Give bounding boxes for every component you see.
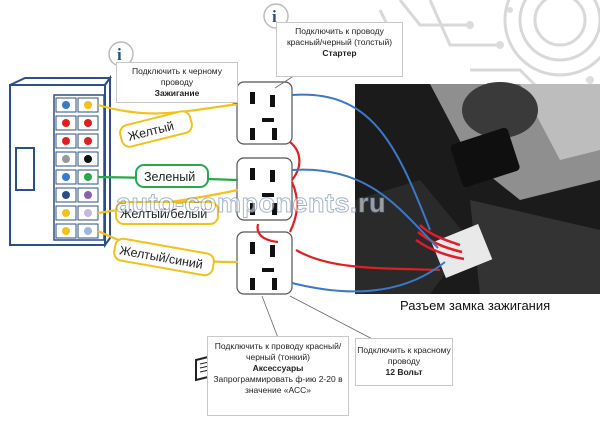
connector-block: [9, 74, 112, 249]
callout-accessory-text: Подключить к проводу красный/черный (тон…: [214, 341, 342, 362]
relay-bottom: [236, 231, 293, 295]
callout-accessory-note: Запрограммировать ф-ию 2-20 в значение «…: [213, 374, 343, 395]
callout-power: Подключить к красному проводу 12 Вольт: [355, 338, 453, 386]
circuit-dots-decoration: [391, 7, 594, 94]
relay-contacts: [250, 92, 277, 290]
blue-wires: [291, 93, 446, 293]
connector-pins: [55, 97, 99, 239]
svg-text:Желтый/белый: Желтый/белый: [120, 207, 207, 221]
callout-accessory: Подключить к проводу красный/черный (тон…: [207, 336, 349, 416]
ignition-lock-photo: [355, 82, 600, 294]
callout-starter-bold: Стартер: [322, 48, 357, 58]
red-jumper-wires: [256, 141, 441, 272]
wire-label-yellow: Желтый: [119, 110, 193, 148]
info-icon: i: [108, 41, 134, 67]
callout-ignition-text: Подключить к черному проводу: [131, 66, 222, 87]
relay-top: [236, 81, 293, 145]
wire-label-green: Зеленый: [135, 164, 209, 188]
callout-power-text: Подключить к красному проводу: [357, 345, 451, 366]
wire-label-yellow-blue: Желтый/синий: [113, 237, 215, 277]
watermark-text: auto-components.ru: [116, 188, 387, 219]
svg-text:i: i: [272, 7, 277, 26]
wire-label-yellow-white: Желтый/белый: [115, 201, 219, 225]
callout-starter: Подключить к проводу красный/черный (тол…: [276, 22, 403, 77]
circuit-pattern-decoration: [378, 0, 600, 92]
callout-power-bold: 12 Вольт: [385, 367, 423, 377]
callout-starter-text: Подключить к проводу красный/черный (тол…: [286, 26, 393, 47]
callout-ignition-bold: Зажигание: [154, 88, 200, 98]
svg-text:i: i: [117, 45, 122, 64]
svg-text:Зеленый: Зеленый: [144, 170, 195, 184]
callout-accessory-bold: Аксессуары: [252, 363, 304, 373]
photo-caption: Разъем замка зажигания: [400, 298, 551, 313]
callout-ignition: Подключить к черному проводу Зажигание: [116, 62, 238, 103]
